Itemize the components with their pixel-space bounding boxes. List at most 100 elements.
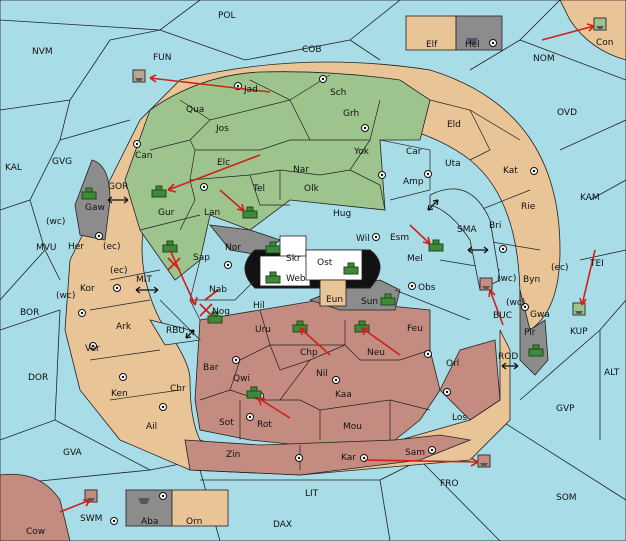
label-KAL: KAL (5, 163, 22, 173)
fleet-unit[interactable] (132, 69, 146, 83)
sea-SMA (429, 188, 501, 291)
label-GVG: GVG (52, 157, 72, 167)
label-ROD: ROD (498, 352, 518, 362)
fleet-unit[interactable] (572, 302, 586, 316)
label-Elc: Elc (217, 158, 230, 168)
army-unit[interactable] (265, 241, 281, 254)
label-Esm: Esm (390, 233, 409, 243)
label-Orl: Orl (446, 359, 459, 369)
fleet-unit[interactable] (479, 277, 493, 291)
label-NVM: NVM (32, 47, 53, 57)
label-Car: Car (406, 147, 422, 157)
army-unit[interactable] (528, 344, 544, 357)
order-arrows (59, 23, 596, 513)
label-Mel: Mel (407, 254, 423, 264)
region-red-bottom (184, 434, 472, 476)
label-SOM: SOM (556, 493, 577, 503)
label-Sch: Sch (330, 88, 346, 98)
fleet-unit[interactable] (466, 38, 478, 44)
label-TEI: TEI (589, 259, 604, 269)
label-ALT: ALT (604, 368, 620, 378)
territory-Cow[interactable] (0, 473, 71, 541)
army-unit[interactable] (242, 206, 258, 219)
label-Chr: Chr (170, 384, 186, 394)
army-unit[interactable] (265, 271, 281, 284)
fleet-unit[interactable] (593, 17, 607, 31)
label-Amp: Amp (403, 177, 424, 187)
label-ec2: (ec) (110, 266, 128, 276)
label-Uta: Uta (445, 159, 461, 169)
army-unit[interactable] (380, 293, 396, 306)
label-Elf: Elf (426, 40, 438, 50)
label-Byn: Byn (523, 275, 540, 285)
label-wc3: (wc) (497, 274, 516, 284)
label-Nab: Nab (209, 285, 227, 295)
sea-RBU (149, 319, 201, 346)
label-Orn: Orn (186, 517, 202, 527)
label-Ark: Ark (116, 322, 132, 332)
label-wc1: (wc) (46, 217, 65, 227)
label-GOR: GOR (108, 182, 128, 192)
territory-Eun[interactable] (319, 279, 347, 307)
label-Eun: Eun (326, 295, 343, 305)
region-green-north (124, 71, 431, 281)
label-Neu: Neu (367, 348, 385, 358)
label-Bar: Bar (203, 363, 219, 373)
label-Kar: Kar (341, 453, 356, 463)
label-BOR: BOR (20, 308, 39, 318)
label-Lan: Lan (204, 208, 220, 218)
label-Gwa: Gwa (530, 310, 550, 320)
label-Kat: Kat (503, 166, 518, 176)
label-Sot: Sot (219, 418, 234, 428)
label-Nog: Nog (212, 307, 230, 317)
label-Con: Con (596, 38, 614, 48)
label-RBU: RBU (166, 326, 185, 336)
label-Ver: Ver (85, 344, 100, 354)
label-Sam: Sam (405, 448, 425, 458)
territory-Los-area (439, 339, 501, 421)
label-Kaa: Kaa (335, 390, 352, 400)
army-unit[interactable] (207, 311, 223, 324)
label-GVA: GVA (63, 448, 83, 458)
label-Sap: Sap (193, 253, 210, 263)
label-ec3: (ec) (551, 263, 569, 273)
army-unit[interactable] (81, 187, 97, 200)
fleet-unit[interactable] (477, 454, 491, 468)
label-Ost: Ost (317, 258, 333, 268)
label-Ken: Ken (111, 389, 128, 399)
fleet-unit[interactable] (84, 489, 98, 503)
convoy-links (107, 196, 519, 370)
fleet-unit[interactable] (138, 498, 150, 504)
label-Her: Her (68, 242, 84, 252)
label-Eld: Eld (447, 120, 461, 130)
army-unit[interactable] (151, 185, 167, 198)
label-Uru: Uru (255, 325, 271, 335)
label-Tel: Tel (252, 184, 265, 194)
label-Yok: Yok (353, 147, 370, 157)
label-GVP: GVP (556, 404, 575, 414)
label-Gaw: Gaw (85, 203, 105, 213)
label-Qua: Qua (186, 105, 204, 115)
label-DOR: DOR (28, 373, 48, 383)
label-Wil: Wil (356, 234, 370, 244)
label-Mou: Mou (343, 422, 362, 432)
army-unit[interactable] (343, 262, 359, 275)
label-Hug: Hug (333, 209, 351, 219)
label-Nil: Nil (316, 369, 328, 379)
label-OVD: OVD (557, 108, 577, 118)
territory-Gaw[interactable] (74, 159, 111, 241)
label-Aba: Aba (141, 517, 158, 527)
label-SWM: SWM (80, 514, 102, 524)
label-SMA: SMA (457, 225, 477, 235)
label-Sun: Sun (361, 297, 378, 307)
label-Ail: Ail (146, 422, 157, 432)
label-FRO: FRO (440, 479, 459, 489)
label-Hil: Hil (253, 301, 265, 311)
army-unit[interactable] (162, 240, 178, 253)
army-unit[interactable] (428, 239, 444, 252)
label-Zin: Zin (226, 450, 240, 460)
territory-Orn[interactable] (171, 489, 229, 527)
label-Rot: Rot (257, 420, 272, 430)
army-unit[interactable] (246, 386, 262, 399)
